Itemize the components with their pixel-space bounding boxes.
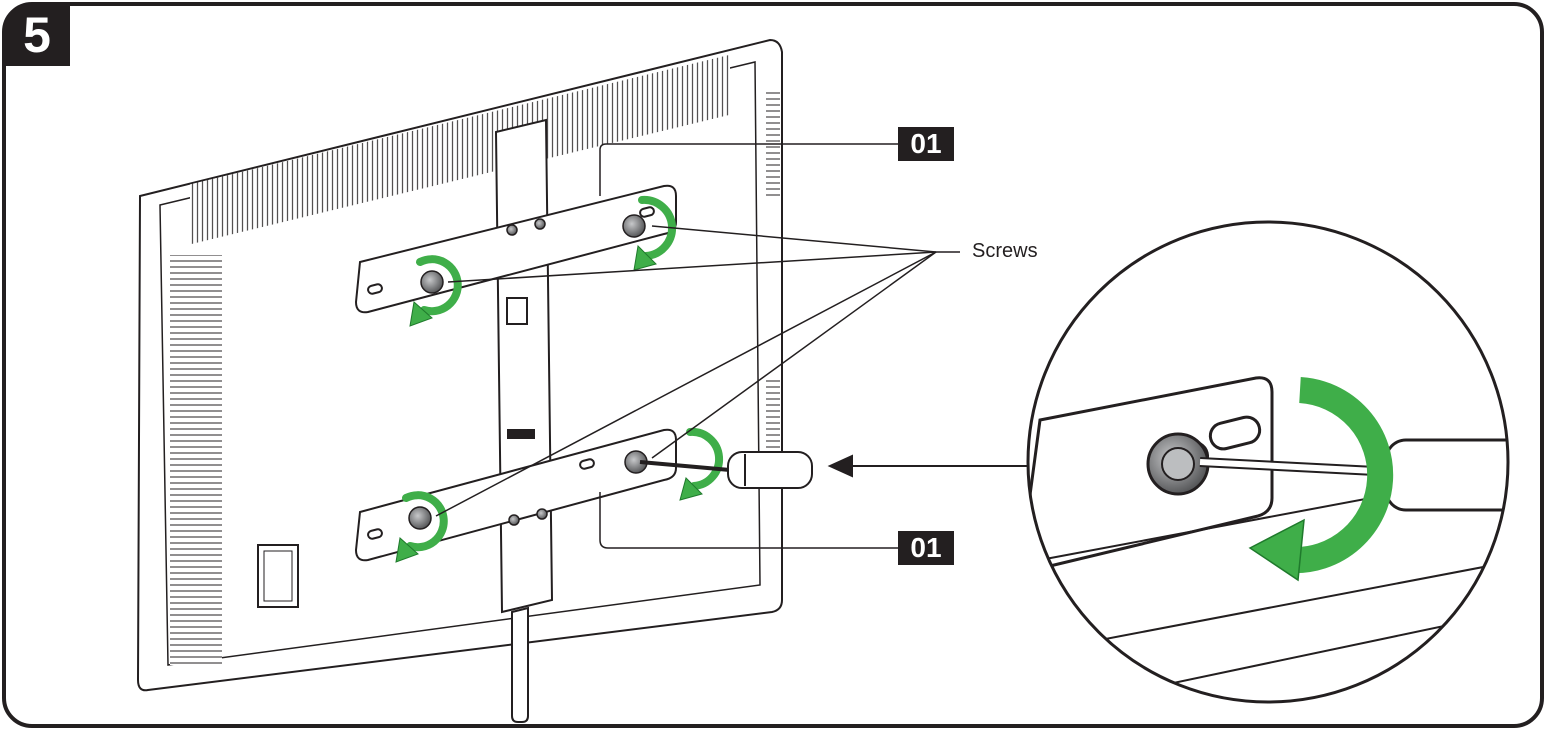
bottom-bracket [354, 428, 677, 562]
screws-label: Screws [972, 240, 1038, 262]
step-number-badge: 5 [4, 4, 70, 66]
screwdriver [639, 451, 813, 489]
screws [408, 214, 648, 530]
zoom-circle-border [1026, 220, 1510, 704]
zoom-pointer-arrow [827, 454, 1050, 478]
right-side-vent [766, 90, 780, 200]
rotation-arrows [402, 195, 723, 552]
screw-bottom-left [408, 506, 432, 530]
zoom-detail [1028, 222, 1508, 702]
rotation-arrowheads [395, 244, 703, 563]
top-vent [190, 54, 730, 245]
screw-top-right [622, 214, 646, 238]
part-label-bottom: 01 [898, 531, 954, 565]
part-label-top: 01 [898, 127, 954, 161]
screw-top-left [420, 270, 444, 294]
callout-lines [435, 143, 960, 549]
left-vent [170, 255, 222, 665]
tv-back [136, 38, 783, 692]
